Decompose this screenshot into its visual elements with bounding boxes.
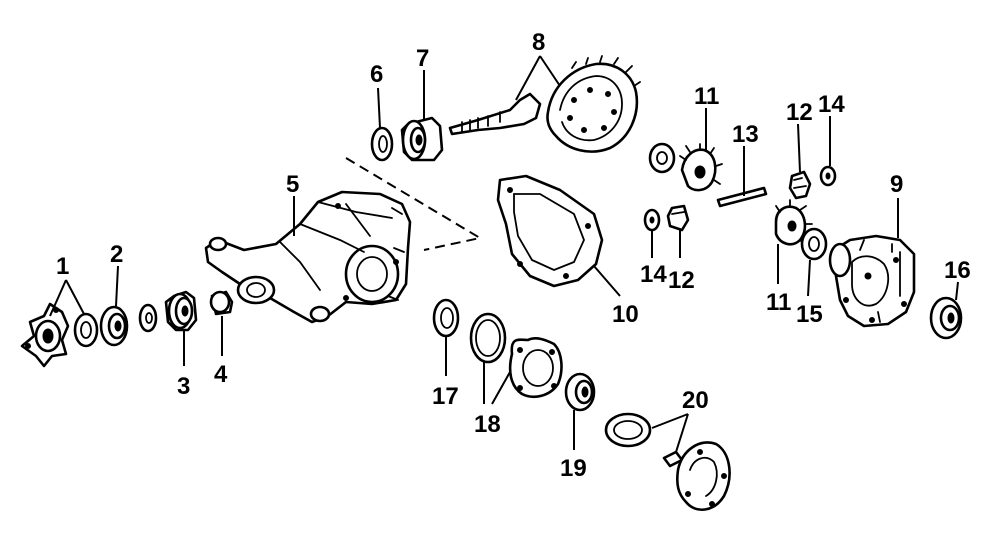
callout-9: 9	[890, 171, 903, 198]
callout-11-upper: 11	[694, 83, 719, 110]
part-16-side-seal	[929, 296, 963, 340]
part-2-pinion-seal	[99, 305, 129, 347]
part-3-pinion-bearing	[164, 290, 198, 332]
part-15-thrust-washer	[800, 227, 828, 261]
callout-5: 5	[286, 171, 299, 198]
part-9-differential-case	[828, 234, 916, 328]
callout-16: 16	[944, 257, 971, 284]
part-18-o-ring-and-retainer	[469, 312, 563, 398]
part-11-side-gear-lower	[774, 199, 813, 247]
callout-20: 20	[682, 387, 709, 414]
part-20-output-flange	[604, 412, 731, 511]
part-14-thrust-washer-lower	[643, 208, 661, 232]
part-17-shim	[432, 298, 460, 338]
part-19-side-bearing	[564, 372, 596, 412]
part-13-cross-shaft	[716, 186, 768, 208]
part-12-pinion-gear-lower	[666, 204, 690, 232]
leader-lines	[49, 55, 959, 453]
callout-14-lower: 14	[640, 261, 667, 288]
part-1-companion-flange	[20, 302, 99, 368]
callout-3: 3	[177, 373, 190, 400]
callout-19: 19	[560, 455, 587, 482]
part-14-thrust-washer-upper	[819, 165, 837, 187]
callout-17: 17	[432, 383, 459, 410]
callout-2: 2	[110, 241, 123, 268]
part-6-shim	[370, 126, 394, 162]
callout-8: 8	[532, 29, 545, 56]
callout-11-lower: 11	[766, 289, 791, 316]
part-12-pinion-gear-upper	[788, 170, 812, 200]
callout-14-upper: 14	[818, 91, 845, 118]
callout-18: 18	[474, 411, 501, 438]
callout-1: 1	[56, 253, 69, 280]
callout-6: 6	[370, 61, 383, 88]
callout-12-lower: 12	[668, 267, 695, 294]
callout-10: 10	[612, 301, 639, 328]
part-4-collapsible-spacer	[209, 290, 234, 316]
part-washer	[138, 303, 158, 333]
callout-12-upper: 12	[786, 99, 813, 126]
callout-15: 15	[796, 301, 823, 328]
part-10-rear-cover	[496, 174, 604, 288]
callout-7: 7	[416, 45, 429, 72]
part-11-side-gear-upper	[648, 142, 723, 192]
part-5-carrier-housing	[204, 190, 412, 324]
callout-4: 4	[214, 361, 228, 388]
alignment-dashed-lines	[345, 157, 483, 251]
part-7-rear-pinion-bearing	[400, 116, 444, 162]
callout-numbers: 1 2 3 4 5 6 7 8 9 10 11 13 12 14 14 12 1…	[56, 29, 971, 482]
callout-13: 13	[732, 121, 759, 148]
part-8-ring-and-pinion	[448, 55, 641, 153]
